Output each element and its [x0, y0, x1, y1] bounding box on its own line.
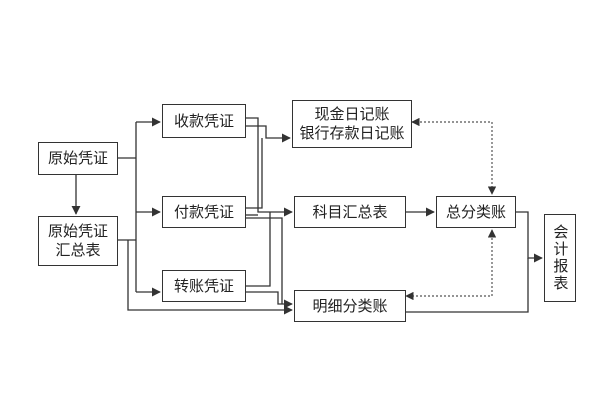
zong-fenleizhang-box: 总分类账: [436, 196, 516, 228]
edge-fukuan-rijizhang: [246, 138, 263, 209]
edge-shoukuan-rijizhang: [246, 125, 291, 143]
kuaiji-baobiao-box: 会计报表: [544, 214, 576, 302]
yuanshi-huizong-label-line1: 原始凭证: [47, 222, 108, 241]
edge-huizong-mingxi: [127, 240, 293, 315]
shoukuan-pingzheng-box: 收款凭证: [162, 104, 246, 138]
edge-fukuan-mingxi: [246, 217, 283, 304]
yuanshi-pingzheng-label: 原始凭证: [47, 149, 108, 168]
rijizhang-label-line1: 现金日记账: [314, 105, 390, 124]
yuanshi-huizong-box: 原始凭证 汇总表: [38, 216, 118, 266]
zong-fenleizhang-label: 总分类账: [445, 202, 506, 221]
rijizhang-label-line2: 银行存款日记账: [299, 124, 405, 142]
edge-shoukuan-kemu: [246, 117, 293, 217]
zhuanzhang-pingzheng-label: 转账凭证: [173, 276, 234, 295]
edge-rijizhang-zongfenlei-check: [411, 117, 497, 195]
yuanshi-pingzheng-box: 原始凭证: [38, 142, 118, 175]
kuaiji-baobiao-label: 会计报表: [551, 224, 570, 292]
fukuan-pingzheng-label: 付款凭证: [173, 202, 234, 221]
edge-zongfenlei-baobiao: [516, 211, 543, 263]
rijizhang-box: 现金日记账 银行存款日记账: [292, 100, 412, 148]
fukuan-pingzheng-box: 付款凭证: [162, 196, 246, 228]
edge-zhuanzhang-mingxi: [246, 291, 293, 309]
mingxi-fenleizhang-label: 明细分类账: [312, 296, 388, 315]
kemu-huizong-label: 科目汇总表: [312, 202, 388, 221]
shoukuan-pingzheng-label: 收款凭证: [173, 111, 234, 130]
yuanshi-huizong-label-line2: 汇总表: [55, 241, 101, 259]
mingxi-fenleizhang-box: 明细分类账: [294, 290, 406, 322]
zhuanzhang-pingzheng-box: 转账凭证: [162, 270, 246, 302]
edge-zongfenlei-mingxi-check: [405, 229, 497, 301]
edge-mingxi-baobiao: [404, 258, 529, 313]
kemu-huizong-box: 科目汇总表: [294, 196, 406, 228]
edge-zhuanzhang-kemu: [246, 212, 271, 287]
